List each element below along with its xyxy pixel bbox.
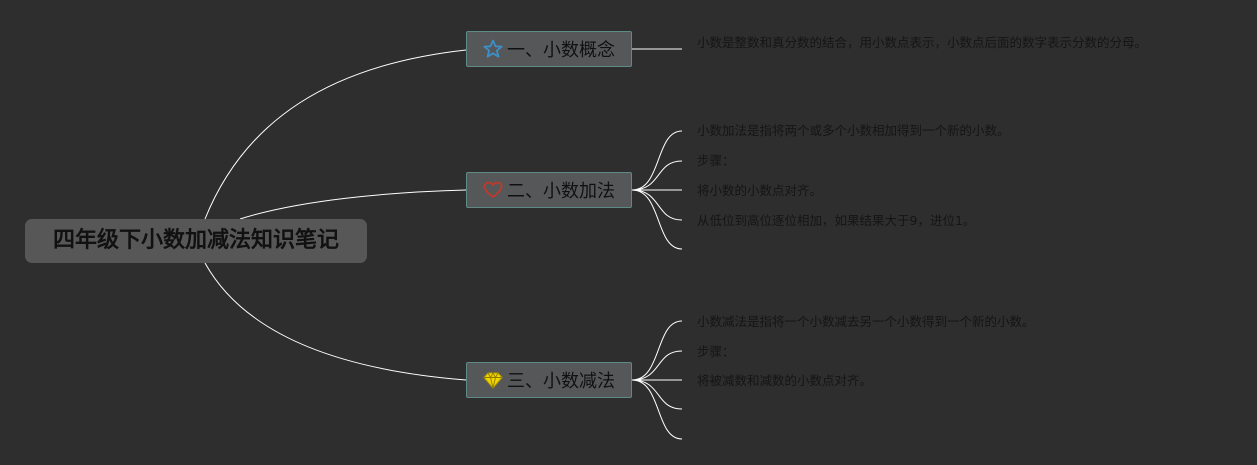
diamond-icon <box>483 370 503 390</box>
detail-2-4[interactable]: 从低位到高位逐位相加，如果结果大于9，进位1。 <box>697 213 976 228</box>
heart-icon <box>483 180 503 200</box>
connector-root-branch-2 <box>239 189 467 220</box>
connector-root-branch-3 <box>204 262 467 381</box>
branch-topic-2[interactable]: 二、小数加法 <box>466 172 632 208</box>
branch-2-label: 二、小数加法 <box>507 181 615 202</box>
star-icon <box>483 39 503 59</box>
detail-2-3[interactable]: 将小数的小数点对齐。 <box>697 183 823 198</box>
connector-branch-2-fan <box>631 130 683 250</box>
branch-3-label: 三、小数减法 <box>507 371 615 392</box>
branch-topic-3[interactable]: 三、小数减法 <box>466 362 632 398</box>
detail-3-3[interactable]: 将被减数和减数的小数点对齐。 <box>697 373 873 388</box>
detail-2-1[interactable]: 小数加法是指将两个或多个小数相加得到一个新的小数。 <box>697 123 1010 138</box>
branch-1-label: 一、小数概念 <box>507 40 615 61</box>
detail-3-2[interactable]: 步骤： <box>697 344 735 359</box>
detail-3-1[interactable]: 小数减法是指将一个小数减去另一个小数得到一个新的小数。 <box>697 314 1035 329</box>
connector-branch-3-fan <box>631 320 683 440</box>
detail-2-2[interactable]: 步骤： <box>697 153 735 168</box>
branch-topic-1[interactable]: 一、小数概念 <box>466 31 632 67</box>
detail-1-1[interactable]: 小数是整数和真分数的结合，用小数点表示，小数点后面的数字表示分数的分母。 <box>697 35 1148 50</box>
root-topic[interactable]: 四年级下小数加减法知识笔记 <box>25 219 367 263</box>
connector-root-branch-1 <box>204 49 467 220</box>
